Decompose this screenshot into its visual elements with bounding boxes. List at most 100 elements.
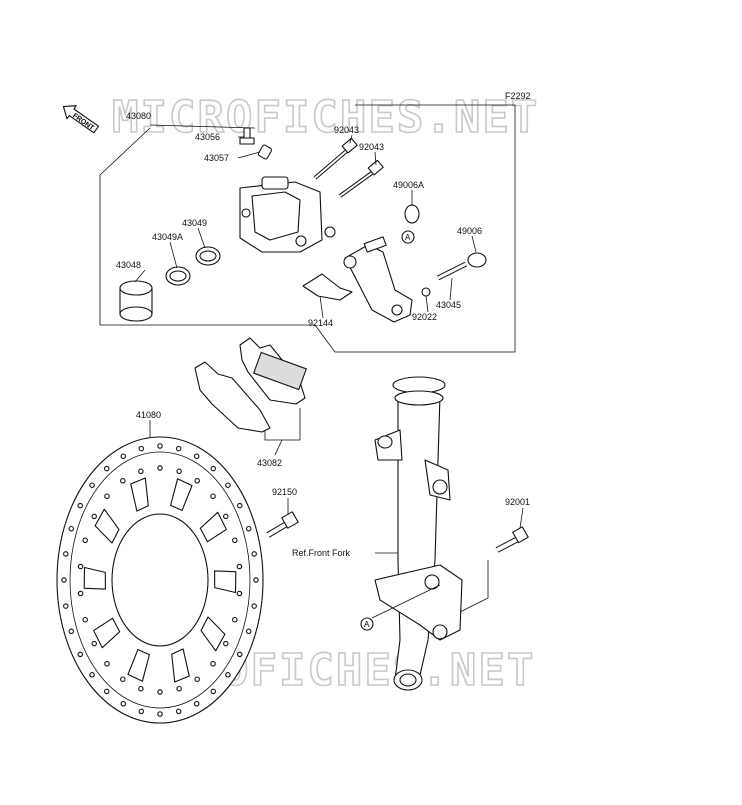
disc-hole xyxy=(82,537,88,544)
disc-hole xyxy=(176,468,182,475)
disc-hole xyxy=(157,689,163,695)
disc-hole xyxy=(251,603,257,609)
disc-hole xyxy=(68,525,75,532)
marker-a-top-label: A xyxy=(405,233,411,242)
disc-hole xyxy=(120,478,126,484)
caliper-bracket xyxy=(343,236,413,323)
disc-hole xyxy=(176,685,182,692)
label-43048: 43048 xyxy=(116,260,141,270)
boot-49006 xyxy=(467,252,487,268)
disc-slot xyxy=(94,508,120,544)
disc-hole xyxy=(61,577,67,583)
brake-pad-front xyxy=(194,361,271,433)
pads-bracket-line xyxy=(264,408,301,441)
disc-hole xyxy=(193,453,200,459)
disc-hole xyxy=(210,688,217,695)
disc-hole xyxy=(77,563,84,570)
disc-slot xyxy=(127,649,150,682)
disc-hole xyxy=(236,590,243,597)
disc-hole xyxy=(103,465,110,472)
disc-hole xyxy=(223,640,229,647)
piston-seal-43049 xyxy=(195,246,221,266)
circlip-92022 xyxy=(421,287,431,297)
disc-hole xyxy=(120,701,127,707)
disc-hole xyxy=(63,551,69,557)
label-41080: 41080 xyxy=(136,410,161,420)
caliper-pin-2 xyxy=(338,159,384,198)
fork-bolt-92001 xyxy=(495,526,529,553)
disc-hole xyxy=(210,661,216,667)
disc-hole xyxy=(77,651,83,658)
label-43045: 43045 xyxy=(436,300,461,310)
bleeder-valve xyxy=(239,127,255,145)
slide-pin-43045 xyxy=(436,261,468,281)
disc-slot xyxy=(214,570,237,594)
disc-hole xyxy=(223,513,229,520)
boot-49006a xyxy=(404,204,420,224)
disc-hole xyxy=(193,701,200,707)
disc-hole xyxy=(104,493,110,499)
disc-hole xyxy=(175,445,182,452)
disc-hole xyxy=(138,445,145,452)
disc-hole xyxy=(237,502,243,509)
disc-slot xyxy=(83,566,106,590)
disc-hole xyxy=(225,672,231,678)
watermark-top: MICROFICHES.NET xyxy=(112,92,539,143)
disc-hole xyxy=(89,672,95,678)
disc-hole xyxy=(82,616,88,623)
disc-hole xyxy=(157,443,163,449)
disc-hole xyxy=(245,525,252,532)
brake-pad-rear xyxy=(239,337,308,405)
disc-hole xyxy=(77,502,83,509)
disc-hole xyxy=(194,478,200,484)
disc-hole xyxy=(194,676,200,682)
disc-hole xyxy=(68,628,75,635)
disc-slot xyxy=(130,477,149,512)
disc-hole xyxy=(245,628,252,635)
disc-slot xyxy=(200,616,226,652)
disc-hole xyxy=(236,563,243,570)
label-92150: 92150 xyxy=(272,487,297,497)
brake-disc xyxy=(56,436,264,724)
disc-hole xyxy=(232,616,238,623)
disc-hole xyxy=(91,513,97,520)
disc-hole xyxy=(120,676,126,682)
marker-a-bottom-label: A xyxy=(364,620,370,629)
disc-hole xyxy=(253,577,259,583)
disc-slot xyxy=(199,511,227,543)
label-43082: 43082 xyxy=(257,458,282,468)
dust-seal-43049a xyxy=(165,266,191,286)
bleeder-cap xyxy=(257,144,273,160)
label-92043-b: 92043 xyxy=(359,142,384,152)
disc-hole xyxy=(157,711,163,717)
figure-code: F2292 xyxy=(505,91,531,101)
leader-lines xyxy=(134,134,524,619)
label-49006: 49006 xyxy=(457,226,482,236)
label-92022: 92022 xyxy=(412,312,437,322)
disc-hole xyxy=(175,708,182,715)
pad-spring-92144 xyxy=(302,273,353,301)
front-arrow-icon: FRONT xyxy=(62,105,100,134)
ref-front-fork-label: Ref.Front Fork xyxy=(292,548,351,558)
disc-hole xyxy=(77,590,84,597)
disc-hole xyxy=(210,465,217,472)
disc-hole xyxy=(91,640,97,647)
label-92043-a: 92043 xyxy=(334,125,359,135)
disc-hole xyxy=(138,468,144,475)
disc-hole xyxy=(103,688,110,695)
label-92001: 92001 xyxy=(505,497,530,507)
piston-43048 xyxy=(119,280,153,322)
label-49006a: 49006A xyxy=(393,180,424,190)
label-43049a: 43049A xyxy=(152,232,183,242)
disc-hole xyxy=(104,661,110,667)
disc-slot xyxy=(93,617,121,649)
label-43056: 43056 xyxy=(195,132,220,142)
label-43049: 43049 xyxy=(182,218,207,228)
disc-slot xyxy=(171,648,190,683)
disc-hole xyxy=(157,465,163,471)
disc-slot xyxy=(170,478,193,511)
disc-hole xyxy=(120,453,127,459)
front-fork xyxy=(374,376,463,691)
disc-hole xyxy=(225,482,231,488)
disc-bolt-92150 xyxy=(266,511,299,538)
